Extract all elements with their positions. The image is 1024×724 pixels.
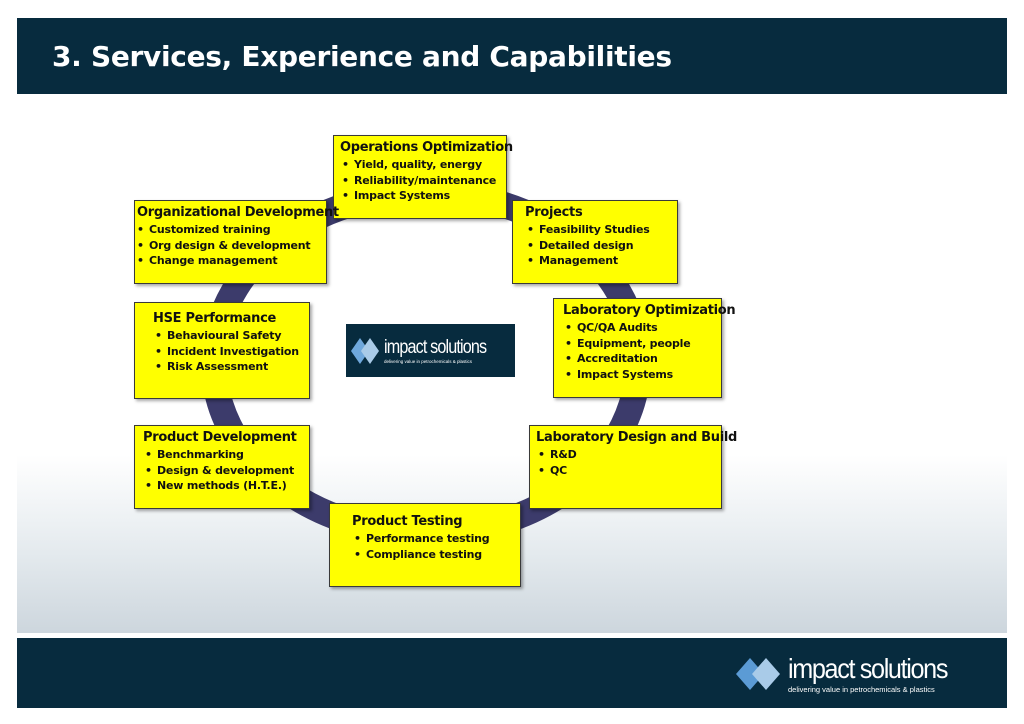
list-item: Feasibility Studies	[527, 222, 671, 238]
list-item: Equipment, people	[565, 336, 715, 352]
list-item: R&D	[538, 447, 715, 463]
box-hse-performance: HSE Performance Behavioural Safety Incid…	[134, 302, 310, 399]
box-title: Projects	[525, 205, 583, 220]
list-item: Impact Systems	[342, 188, 500, 204]
box-title: Operations Optimization	[340, 140, 513, 155]
list-item: Compliance testing	[354, 547, 514, 563]
box-projects: Projects Feasibility Studies Detailed de…	[512, 200, 678, 284]
list-item: QC/QA Audits	[565, 320, 715, 336]
diamond-logo-icon	[736, 658, 780, 690]
list-item: Risk Assessment	[155, 359, 303, 375]
box-title: Organizational Development	[137, 205, 339, 220]
list-item: Management	[527, 253, 671, 269]
list-item: Customized training	[137, 222, 320, 238]
footer-logo-tagline: delivering value in petrochemicals & pla…	[788, 684, 935, 694]
list-item: Incident Investigation	[155, 344, 303, 360]
list-item: New methods (H.T.E.)	[145, 478, 303, 494]
list-item: QC	[538, 463, 715, 479]
box-laboratory-optimization: Laboratory Optimization QC/QA Audits Equ…	[553, 298, 736, 398]
list-item: Benchmarking	[145, 447, 303, 463]
box-operations-optimization: Operations Optimization Yield, quality, …	[333, 135, 513, 219]
footer-logo: impact solutions delivering value in pet…	[734, 654, 965, 694]
header-bar: 3. Services, Experience and Capabilities	[17, 18, 1007, 94]
list-item: Performance testing	[354, 531, 514, 547]
list-item: Impact Systems	[565, 367, 715, 383]
logo-tagline: delivering value in petrochemicals & pla…	[384, 358, 473, 364]
logo-name: impact solutions	[384, 336, 487, 358]
footer-logo-name: impact solutions	[788, 652, 948, 684]
slide-title: 3. Services, Experience and Capabilities	[52, 40, 672, 73]
list-item: Yield, quality, energy	[342, 157, 500, 173]
box-product-development: Product Development Benchmarking Design …	[134, 425, 310, 509]
box-title: Product Development	[143, 430, 297, 445]
box-title: HSE Performance	[153, 311, 276, 326]
list-item: Detailed design	[527, 238, 671, 254]
list-item: Design & development	[145, 463, 303, 479]
list-item: Org design & development	[137, 238, 320, 254]
center-logo: impact solutions delivering value in pet…	[346, 324, 515, 377]
footer-bar	[17, 638, 1007, 708]
list-item: Accreditation	[565, 351, 715, 367]
list-item: Change management	[137, 253, 320, 269]
diamond-logo-icon	[351, 337, 379, 364]
box-organizational-development: Organizational Development Customized tr…	[134, 200, 339, 284]
list-item: Behavioural Safety	[155, 328, 303, 344]
list-item: Reliability/maintenance	[342, 173, 500, 189]
box-laboratory-design-build: Laboratory Design and Build R&D QC	[529, 425, 738, 509]
box-product-testing: Product Testing Performance testing Comp…	[329, 503, 521, 587]
box-title: Laboratory Design and Build	[536, 430, 738, 445]
box-title: Product Testing	[352, 514, 463, 529]
box-title: Laboratory Optimization	[563, 303, 736, 318]
